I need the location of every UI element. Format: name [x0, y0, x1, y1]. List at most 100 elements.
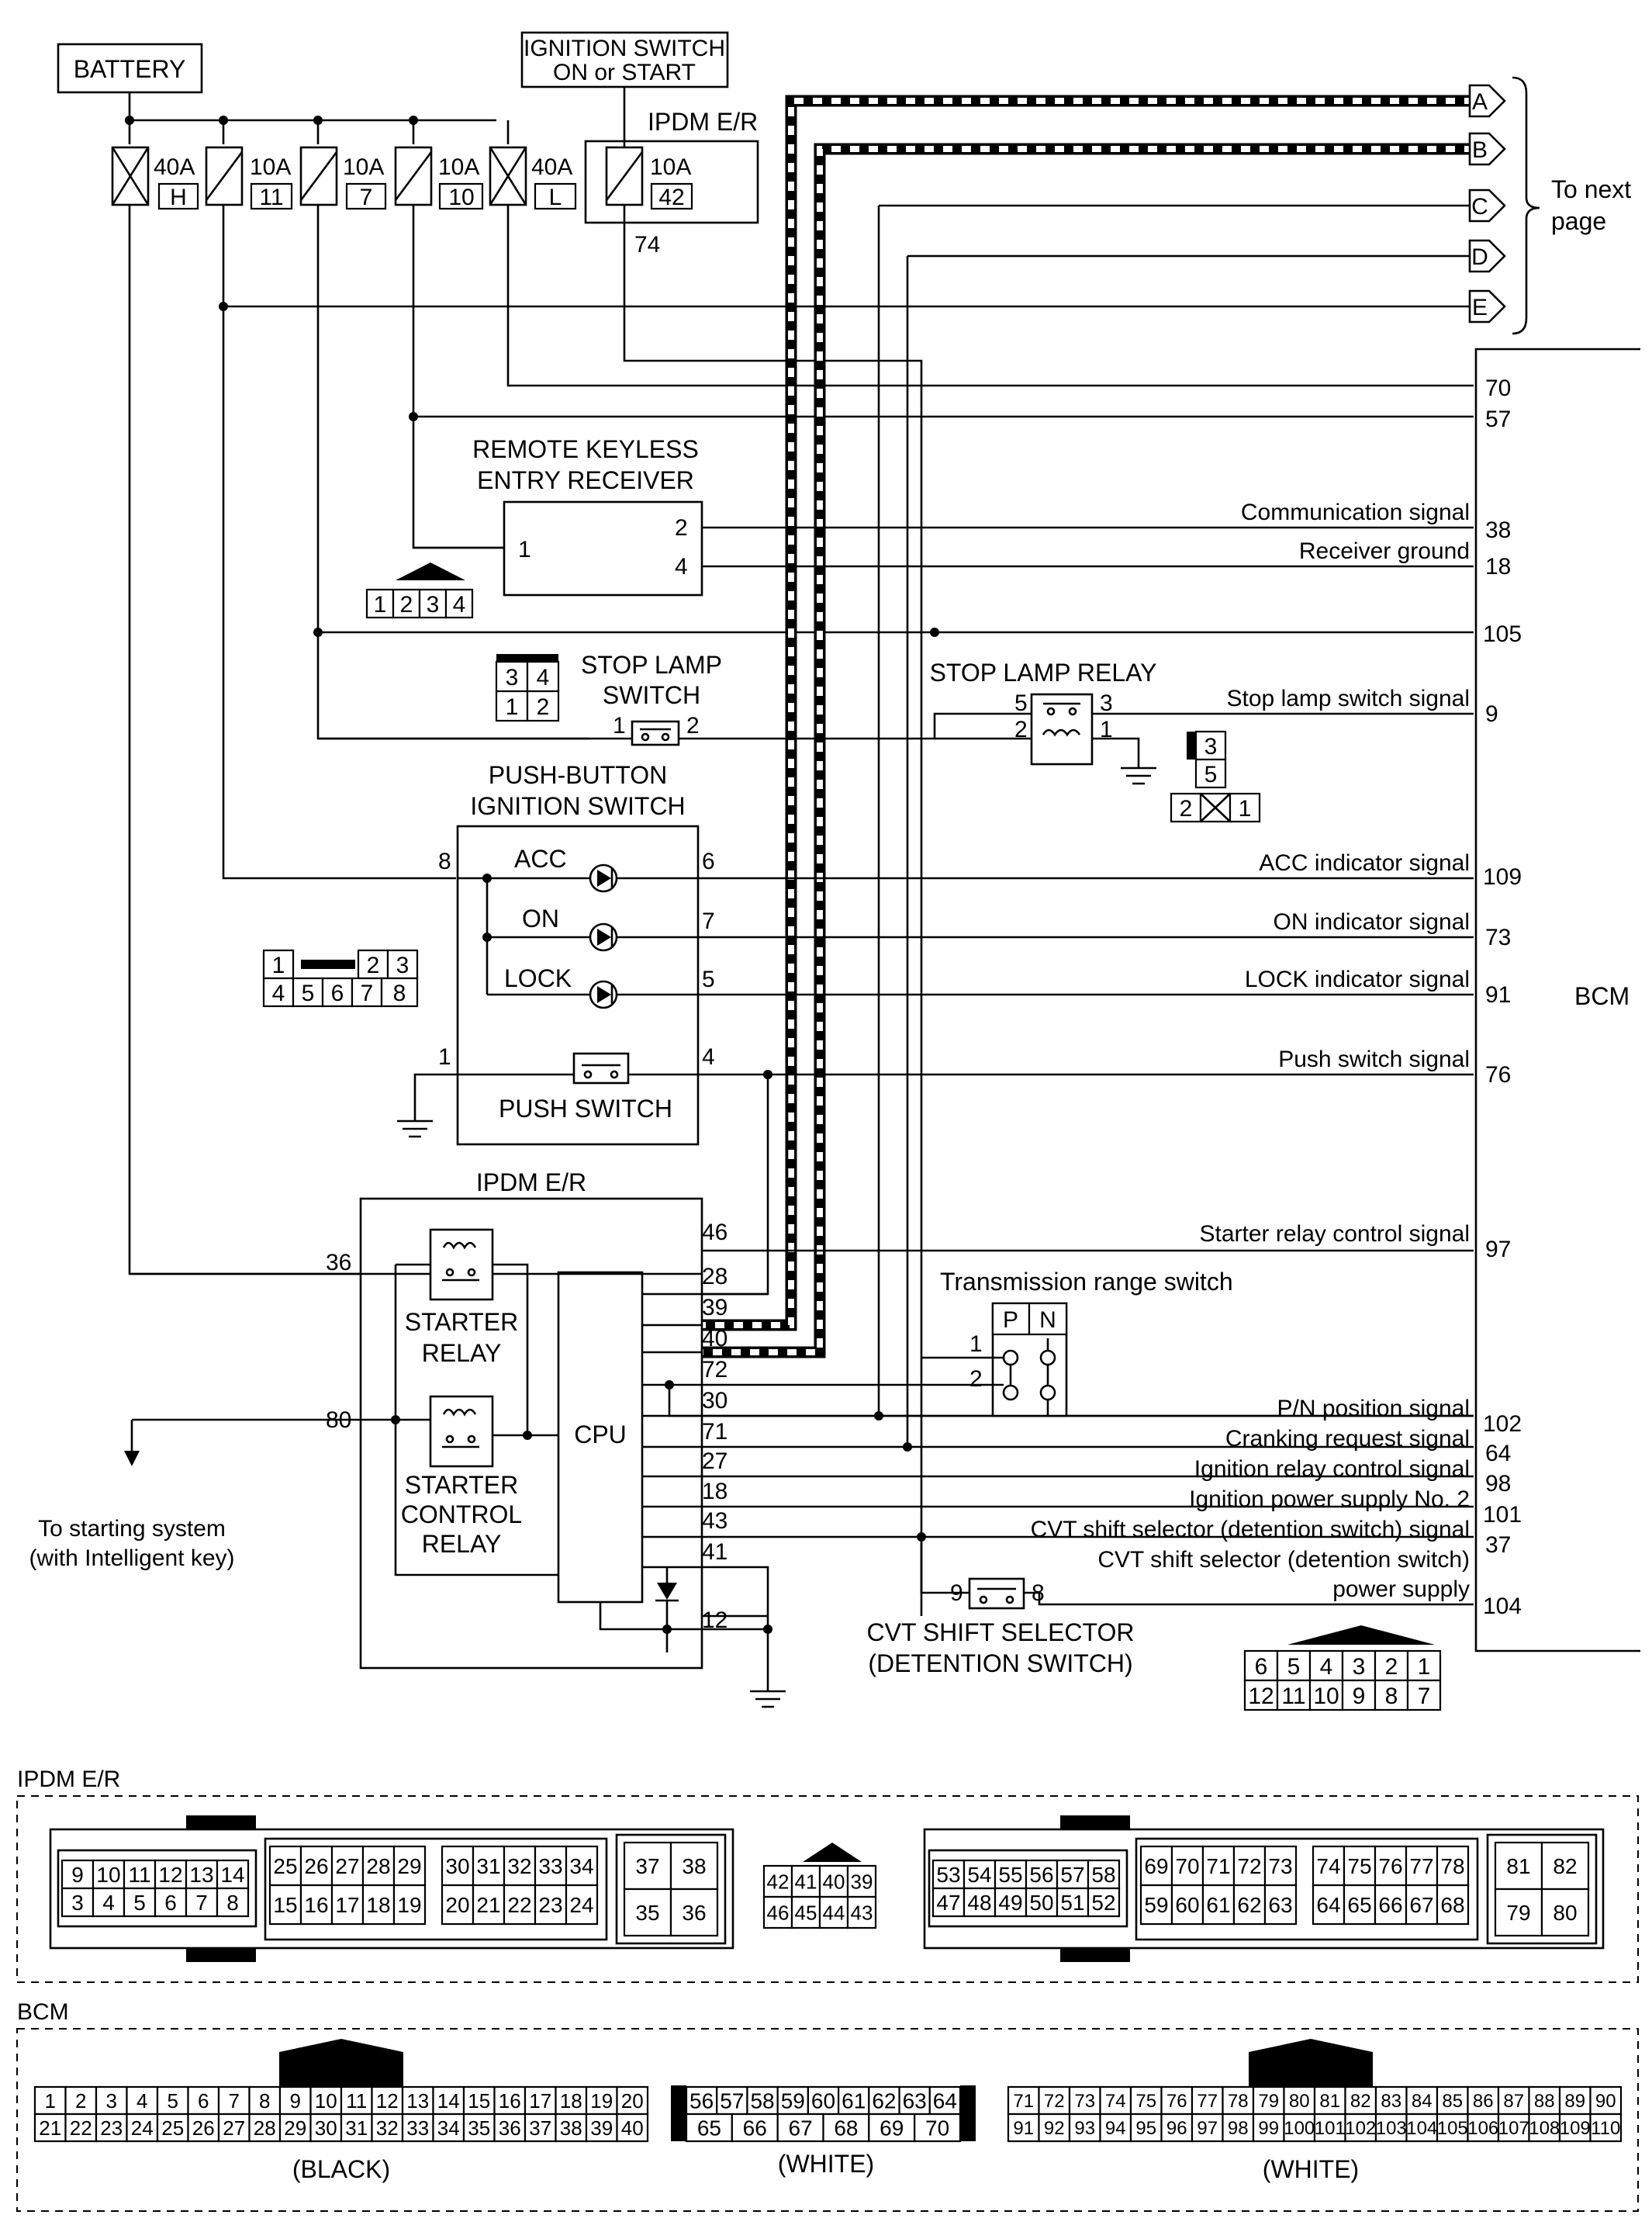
connector-pin-cell [309, 2113, 343, 2143]
connector-pin-number: 63 [903, 2089, 927, 2113]
connector-pin-cell [330, 1884, 365, 1926]
push-button-connector-icon: 1 2 3 4 5 6 7 8 [262, 949, 419, 1008]
connector-pin-number: 17 [529, 2089, 551, 2113]
connector-pin-cell [534, 1845, 568, 1887]
connector-pin-cell [1087, 1887, 1121, 1918]
svg-text:18: 18 [702, 1479, 728, 1504]
push-pin: 5 [702, 967, 715, 992]
connector-pin-cell [1405, 1845, 1439, 1887]
connector-pin-number: 61 [842, 2089, 866, 2113]
connector-pin-cell [534, 1884, 568, 1926]
connector-pin-number: 57 [720, 2089, 744, 2113]
svg-text:10: 10 [1313, 1684, 1339, 1709]
svg-text:105: 105 [1483, 621, 1522, 647]
connector-pin-number: 53 [936, 1863, 960, 1887]
connector-pin-cell [1191, 2113, 1224, 2143]
svg-text:2: 2 [537, 694, 550, 720]
arrow-down-icon [124, 1451, 140, 1466]
relay-pin: 1 [1100, 717, 1113, 742]
svg-text:101: 101 [1483, 1502, 1522, 1528]
connector-pin-cell [268, 1884, 302, 1926]
starter-relay-label-2: RELAY [422, 1339, 502, 1367]
svg-text:18: 18 [1485, 554, 1511, 580]
svg-text:102: 102 [1483, 1411, 1522, 1437]
connector-pin-cell [1099, 2113, 1132, 2143]
connector-pin-cell [776, 2113, 824, 2143]
connector-pin-number: 66 [743, 2116, 767, 2140]
connector-pin-number: 39 [590, 2116, 613, 2140]
svg-text:109: 109 [1483, 864, 1522, 890]
connector-pin-number: 49 [998, 1891, 1022, 1915]
connector-pin-cell [217, 2113, 251, 2143]
connector-pin-number: 37 [529, 2116, 551, 2140]
svg-text:64: 64 [1485, 1441, 1511, 1466]
connector-pin-number: 5 [133, 1891, 146, 1915]
connector-pin-number: 10 [96, 1863, 120, 1887]
connector-pin-number: 19 [397, 1893, 421, 1917]
svg-text:3: 3 [427, 592, 440, 618]
svg-text:72: 72 [702, 1357, 728, 1383]
svg-text:1: 1 [1418, 1654, 1431, 1680]
svg-text:CVT shift selector (detention: CVT shift selector (detention switch) [1097, 1547, 1470, 1573]
connector-pin-number: 15 [468, 2089, 490, 2113]
connector-pin-number: 4 [102, 1891, 115, 1915]
svg-text:12: 12 [1248, 1684, 1274, 1709]
connector-pin-number: 102 [1345, 2118, 1376, 2139]
connector-key-icon [803, 1843, 862, 1862]
connector-pin-number: 59 [1144, 1893, 1168, 1917]
connector-pin-number: 18 [366, 1893, 390, 1917]
connector-pin-number: 21 [39, 2116, 61, 2140]
svg-text:71: 71 [702, 1419, 728, 1445]
bottom-ipdm-label: IPDM E/R [17, 1767, 120, 1792]
svg-text:104: 104 [1483, 1594, 1522, 1619]
connector-pin-number: 99 [1258, 2118, 1279, 2139]
connector-pin-number: 4 [137, 2089, 147, 2113]
connector-pin-number: 9 [71, 1863, 84, 1887]
rke-pin: 2 [675, 515, 688, 541]
connector-pin-number: 84 [1412, 2091, 1433, 2112]
lock-label: LOCK [504, 964, 572, 992]
svg-text:1: 1 [506, 694, 519, 720]
connector-pin-number: 75 [1347, 1854, 1371, 1878]
connector-pin-number: 21 [476, 1893, 500, 1917]
connector-pin-cell [1589, 2085, 1623, 2116]
on-label: ON [522, 905, 559, 933]
starter-control-relay-box [429, 1395, 494, 1468]
connector-pin-number: 74 [1105, 2091, 1126, 2112]
connector-pin-number: 62 [1237, 1893, 1261, 1917]
connector-pin-number: 22 [507, 1893, 531, 1917]
connector-pin-number: 51 [1060, 1891, 1084, 1915]
fuse-id: 42 [658, 185, 684, 210]
connector-pin-cell [1056, 1859, 1090, 1890]
connector-pin-number: 3 [106, 2089, 117, 2113]
connector-pin-number: 5 [168, 2089, 178, 2113]
connector-pin-number: 97 [1197, 2118, 1218, 2139]
connector-pin-number: 50 [1029, 1891, 1053, 1915]
connector-pin-cell [1436, 2085, 1469, 2116]
starter-control-relay-label: STARTER [405, 1471, 518, 1499]
connector-pin-number: 52 [1091, 1891, 1115, 1915]
stop-lamp-switch-icon [631, 720, 680, 746]
svg-text:Push switch signal: Push switch signal [1278, 1047, 1470, 1072]
connector-pin-number: 11 [128, 1863, 150, 1887]
connector-pin-number: 14 [220, 1863, 244, 1887]
connector-pin-number: 9 [290, 2089, 301, 2113]
ipdm-pin: 80 [326, 1407, 351, 1433]
connector-pin-number: 66 [1378, 1893, 1402, 1917]
connector-pin-number: 11 [346, 2089, 367, 2113]
connector-pin-cell [555, 2085, 588, 2116]
connector-pin-cell [1405, 1884, 1439, 1926]
connector-pin-number: 68 [1440, 1893, 1464, 1917]
connector-pin-number: 100 [1284, 2118, 1315, 2139]
svg-text:1: 1 [272, 953, 285, 978]
connector-pin-number: 106 [1467, 2118, 1498, 2139]
brace-icon [1512, 76, 1540, 335]
connector-pin-cell [1405, 2113, 1439, 2143]
connector-pin-cell [846, 1895, 877, 1929]
connector-pin-number: 67 [789, 2116, 813, 2140]
connector-pin-cell [1374, 2113, 1408, 2143]
connector-pin-number: 32 [376, 2116, 399, 2140]
